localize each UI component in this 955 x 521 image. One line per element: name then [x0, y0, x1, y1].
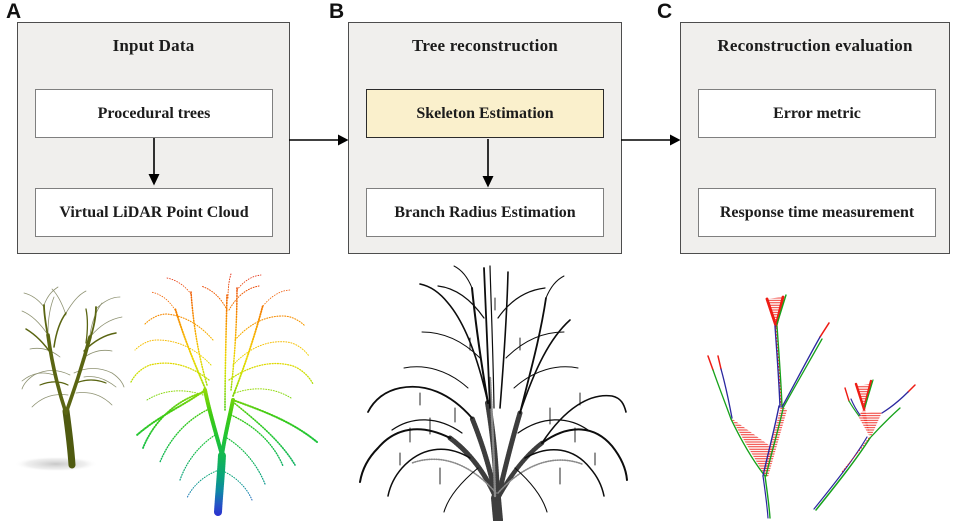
- error-evaluation-skeletons: [707, 294, 916, 519]
- panel-tree-reconstruction: Tree reconstruction Skeleton Estimation …: [348, 22, 622, 254]
- right-eval-skeleton: [813, 379, 916, 511]
- panel-input-data: Input Data Procedural trees Virtual LiDA…: [17, 22, 290, 254]
- virtual-lidar-point-cloud: [130, 273, 318, 516]
- reconstructed-skeleton-tree: [359, 265, 628, 521]
- node-skeleton-estimation: Skeleton Estimation: [366, 89, 604, 138]
- panel-c-letter: C: [657, 0, 673, 23]
- panel-b-title: Tree reconstruction: [412, 36, 558, 55]
- node-virtual-lidar-point-cloud: Virtual LiDAR Point Cloud: [35, 188, 273, 237]
- right-arrow-icon: [289, 134, 349, 146]
- procedural-tree-render: [14, 286, 125, 472]
- point-cloud-branches: [130, 273, 318, 516]
- panel-a-title: Input Data: [112, 36, 195, 55]
- node-procedural-trees: Procedural trees: [35, 89, 273, 138]
- node-response-time-measurement: Response time measurement: [698, 188, 936, 237]
- olive-tree-branches: [21, 286, 125, 469]
- down-arrow-icon: [148, 138, 160, 186]
- left-eval-skeleton: [707, 294, 830, 519]
- panel-a-letter: A: [6, 0, 22, 23]
- down-arrow-icon: [482, 139, 494, 188]
- node-branch-radius-estimation: Branch Radius Estimation: [366, 188, 604, 237]
- panel-c-title: Reconstruction evaluation: [717, 36, 913, 55]
- panel-reconstruction-evaluation: Reconstruction evaluation Error metric R…: [680, 22, 950, 254]
- skeleton-branches: [359, 265, 628, 521]
- node-error-metric: Error metric: [698, 89, 936, 138]
- panel-b-letter: B: [329, 0, 345, 23]
- right-arrow-icon: [621, 134, 681, 146]
- tree-shadow: [14, 456, 98, 472]
